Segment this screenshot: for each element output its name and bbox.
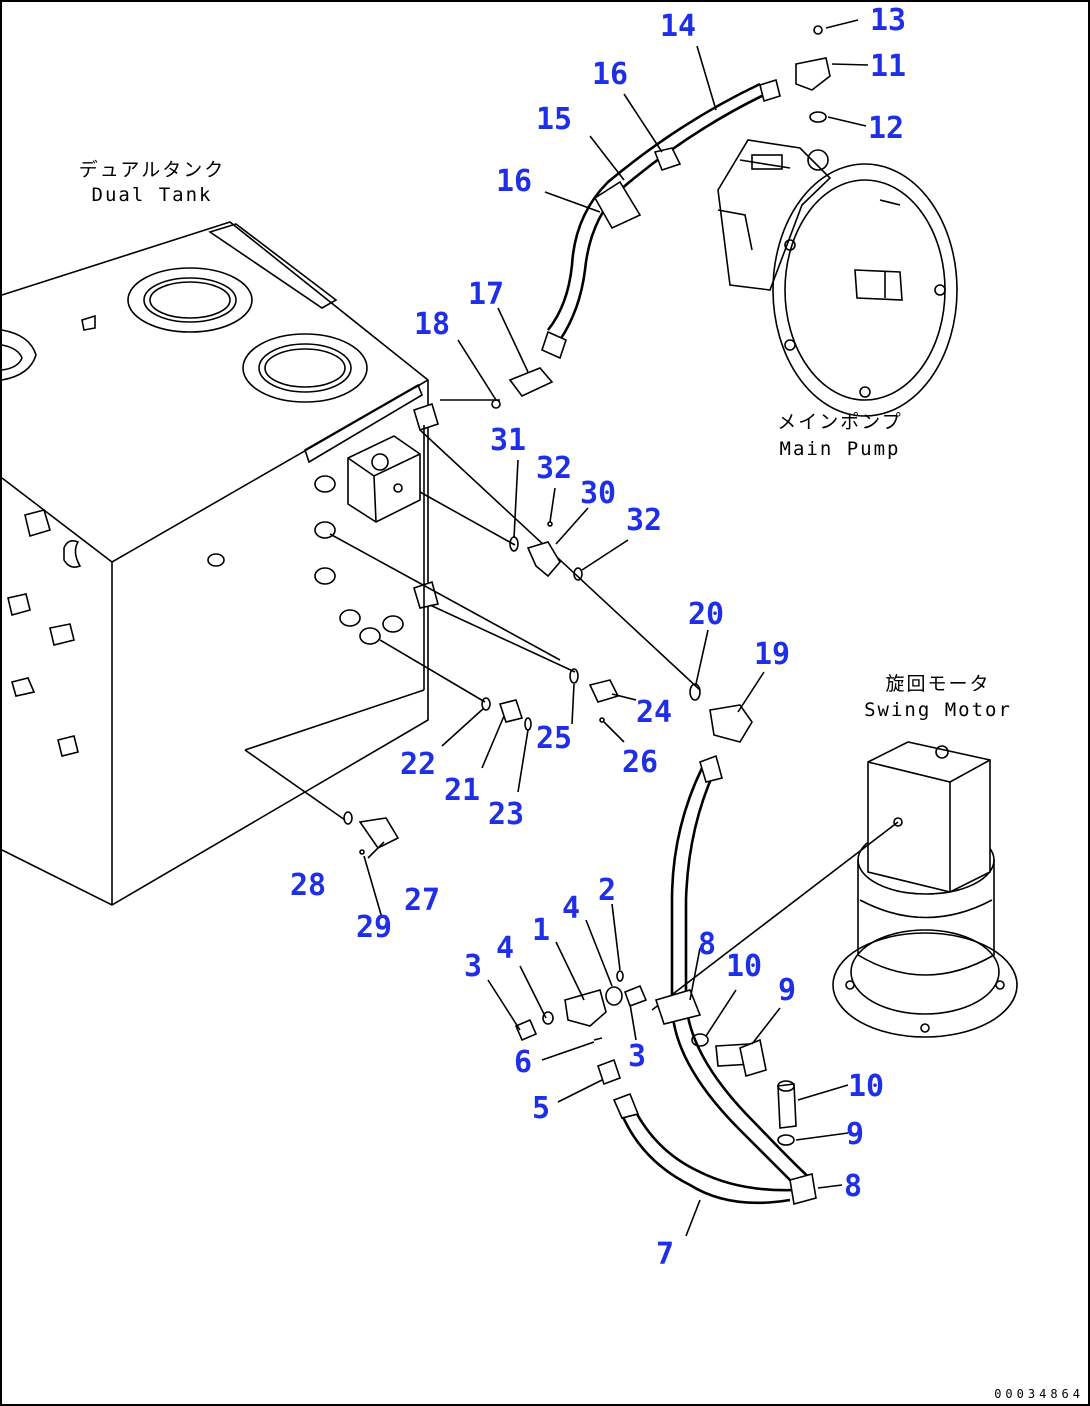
callout-2: 2 xyxy=(598,873,616,908)
callouts: 13 11 12 14 16 15 16 17 18 31 32 30 32 2… xyxy=(290,3,906,1272)
callout-19: 19 xyxy=(754,637,790,672)
callout-8b: 8 xyxy=(844,1169,862,1204)
dual-tank-caption-jp: デュアルタンク xyxy=(79,159,225,181)
callout-20: 20 xyxy=(688,597,724,632)
callout-3a: 3 xyxy=(464,949,482,984)
swing-motor-caption-jp: 旋回モータ xyxy=(885,673,990,695)
callout-28: 28 xyxy=(290,868,326,903)
callout-27: 27 xyxy=(404,883,440,918)
callout-5: 5 xyxy=(532,1091,550,1126)
callout-9b: 9 xyxy=(846,1117,864,1152)
callout-18: 18 xyxy=(414,307,450,342)
callout-30: 30 xyxy=(580,476,616,511)
bolts-9-10 xyxy=(691,1033,797,1146)
callout-15: 15 xyxy=(536,102,572,137)
swing-motor xyxy=(651,741,1018,1038)
swing-motor-caption-en: Swing Motor xyxy=(864,699,1012,721)
callout-3b: 3 xyxy=(628,1039,646,1074)
callout-4b: 4 xyxy=(562,891,580,926)
upper-hose xyxy=(541,78,781,360)
callout-8a: 8 xyxy=(698,927,716,962)
callout-11: 11 xyxy=(870,49,906,84)
callout-13: 13 xyxy=(870,3,906,38)
callout-32a: 32 xyxy=(536,451,572,486)
callout-10a: 10 xyxy=(726,949,762,984)
callout-22: 22 xyxy=(400,747,436,782)
callout-12: 12 xyxy=(868,111,904,146)
callout-23: 23 xyxy=(488,797,524,832)
callout-21: 21 xyxy=(444,773,480,808)
callout-10b: 10 xyxy=(848,1069,884,1104)
callout-17: 17 xyxy=(468,277,504,312)
main-pump-caption-jp: メインポンプ xyxy=(777,411,902,433)
callout-1: 1 xyxy=(532,913,550,948)
callout-24: 24 xyxy=(636,695,672,730)
dual-tank-caption-en: Dual Tank xyxy=(92,184,213,206)
callout-31: 31 xyxy=(490,423,526,458)
callout-9a: 9 xyxy=(778,973,796,1008)
callout-16a: 16 xyxy=(592,57,628,92)
fitting-11 xyxy=(795,25,831,123)
callout-29: 29 xyxy=(356,910,392,945)
fittings-27-29 xyxy=(343,811,400,855)
callout-14: 14 xyxy=(660,9,696,44)
callout-26: 26 xyxy=(622,745,658,780)
callout-6: 6 xyxy=(514,1045,532,1080)
main-pump-caption-en: Main Pump xyxy=(780,438,901,460)
callout-25: 25 xyxy=(536,721,572,756)
fittings-1-6 xyxy=(514,970,648,1086)
callout-32b: 32 xyxy=(626,503,662,538)
small-parts-30-32 xyxy=(509,521,583,581)
main-pump xyxy=(717,139,958,417)
callout-4a: 4 xyxy=(496,931,514,966)
callout-7: 7 xyxy=(656,1237,674,1272)
drawing-code: 00034864 xyxy=(994,1387,1084,1401)
leader-lines xyxy=(363,19,869,1237)
dual-tank xyxy=(1,221,701,906)
callout-16b: 16 xyxy=(496,164,532,199)
lower-hose xyxy=(612,754,817,1206)
